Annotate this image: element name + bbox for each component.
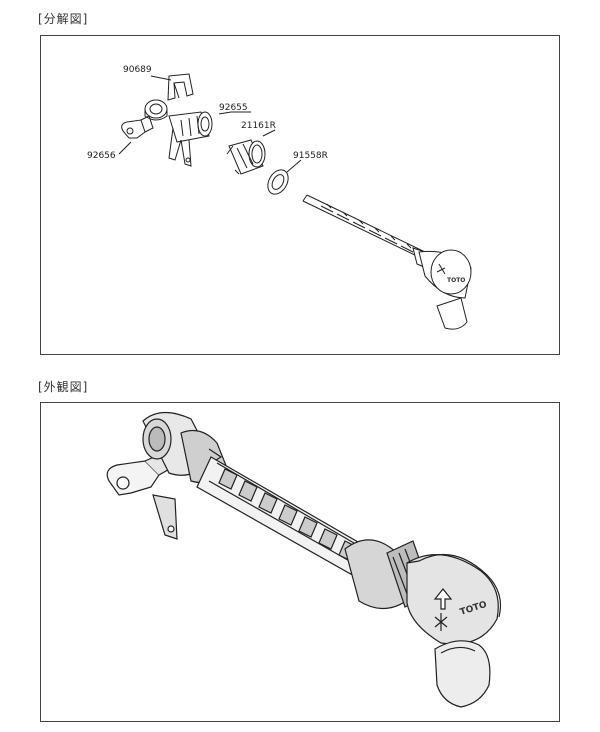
exterior-spindle (196, 456, 378, 582)
part-spindle-shaft (302, 194, 432, 271)
part-91558R-washer (267, 169, 289, 195)
part-92656-bracket (121, 115, 154, 139)
exterior-handle-knob (406, 553, 502, 645)
leader-92656 (118, 141, 132, 155)
part-label-92656: 92656 (87, 151, 116, 161)
part-handle-assembly (418, 249, 472, 330)
exterior-view-frame: TOTO (40, 402, 560, 722)
leader-92655 (218, 111, 251, 115)
part-21161R-nut (226, 139, 266, 175)
exploded-view-diagram: 90689 92655 21161R 91558R 92656 TOTO (87, 65, 472, 330)
part-90689-clip (167, 73, 194, 101)
exploded-view-frame: 90689 92655 21161R 91558R 92656 TOTO (40, 35, 560, 355)
part-ring-cap (144, 99, 168, 121)
handle-brand-small: TOTO (447, 277, 465, 284)
exterior-view-title: [外観図] (38, 380, 89, 394)
exterior-view-diagram: TOTO (106, 411, 502, 708)
leader-21161R (262, 129, 276, 137)
leader-91558R (286, 159, 302, 173)
leader-90689 (150, 75, 172, 81)
exploded-view-title: [分解図] (38, 12, 89, 26)
part-label-21161R: 21161R (241, 121, 276, 131)
part-label-92655: 92655 (219, 103, 248, 113)
part-label-90689: 90689 (123, 65, 152, 75)
part-label-91558R: 91558R (293, 151, 328, 161)
exterior-lever (434, 640, 491, 708)
part-92655-body (168, 111, 213, 167)
